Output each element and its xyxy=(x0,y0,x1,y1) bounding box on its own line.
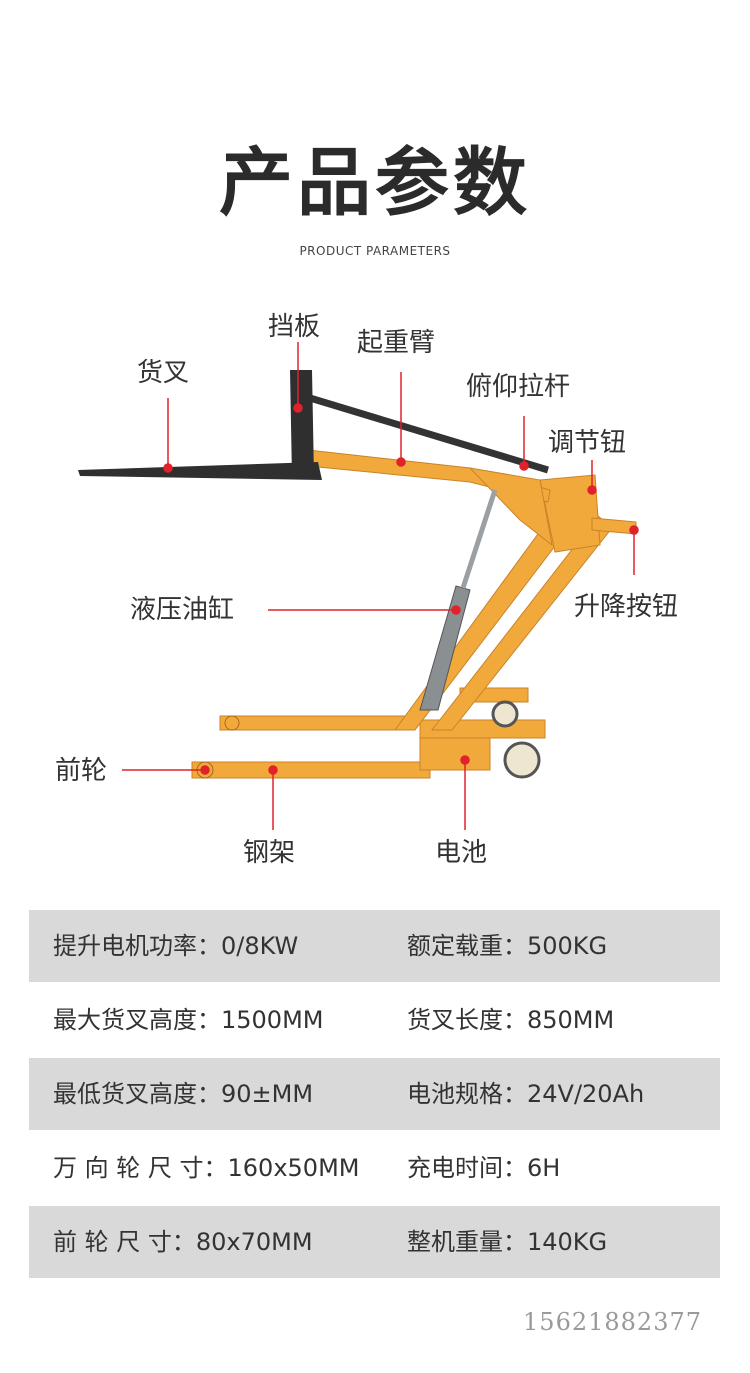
hydraulic-cylinder-shape xyxy=(419,489,498,711)
pointer-lines xyxy=(122,342,639,830)
pitch-rod-shape xyxy=(308,394,550,474)
spec-right: 额定载重：500KG xyxy=(407,932,608,960)
label-battery: 电池 xyxy=(435,838,488,868)
spec-left: 前 轮 尺 寸：80x70MM xyxy=(53,1228,313,1256)
spec-left: 最大货叉高度：1500MM xyxy=(53,1006,324,1034)
spec-row: 前 轮 尺 寸：80x70MM 整机重量：140KG xyxy=(29,1206,720,1278)
fork-shape xyxy=(78,370,322,480)
page-subtitle: PRODUCT PARAMETERS xyxy=(299,244,451,258)
spec-left: 万 向 轮 尺 寸：160x50MM xyxy=(53,1154,360,1182)
spec-left: 最低货叉高度：90±MM xyxy=(53,1080,314,1108)
steel-frame-shape xyxy=(191,449,637,779)
spec-table: 提升电机功率：0/8KW 额定载重：500KG 最大货叉高度：1500MM 货叉… xyxy=(29,910,720,1280)
spec-row: 提升电机功率：0/8KW 额定载重：500KG xyxy=(29,910,720,982)
label-steel-frame: 钢架 xyxy=(243,838,296,868)
label-lift-button: 升降按钮 xyxy=(574,592,679,622)
spec-left: 提升电机功率：0/8KW xyxy=(53,932,299,960)
spec-right: 充电时间：6H xyxy=(407,1154,561,1182)
label-front-wheel: 前轮 xyxy=(55,756,108,786)
label-hydraulic-cylinder: 液压油缸 xyxy=(130,595,235,625)
spec-row: 最低货叉高度：90±MM 电池规格：24V/20Ah xyxy=(29,1058,720,1130)
spec-row: 最大货叉高度：1500MM 货叉长度：850MM xyxy=(29,984,720,1056)
spec-right: 整机重量：140KG xyxy=(407,1228,608,1256)
product-diagram: 挡板 起重臂 货叉 俯仰拉杆 调节钮 液压油缸 升降按钮 前轮 钢架 电池 xyxy=(0,290,750,890)
stacker-illustration xyxy=(78,342,639,830)
label-lift-arm: 起重臂 xyxy=(357,328,436,358)
spec-right: 货叉长度：850MM xyxy=(407,1006,615,1034)
wheels xyxy=(196,700,541,779)
spec-right: 电池规格：24V/20Ah xyxy=(407,1080,645,1108)
label-adjust-knob: 调节钮 xyxy=(548,428,627,458)
label-board: 挡板 xyxy=(268,312,321,342)
page-title: 产品参数 xyxy=(219,140,531,226)
label-fork: 货叉 xyxy=(137,358,190,388)
phone-number: 15621882377 xyxy=(523,1308,702,1336)
label-pitch-rod: 俯仰拉杆 xyxy=(466,372,571,402)
spec-row: 万 向 轮 尺 寸：160x50MM 充电时间：6H xyxy=(29,1132,720,1204)
